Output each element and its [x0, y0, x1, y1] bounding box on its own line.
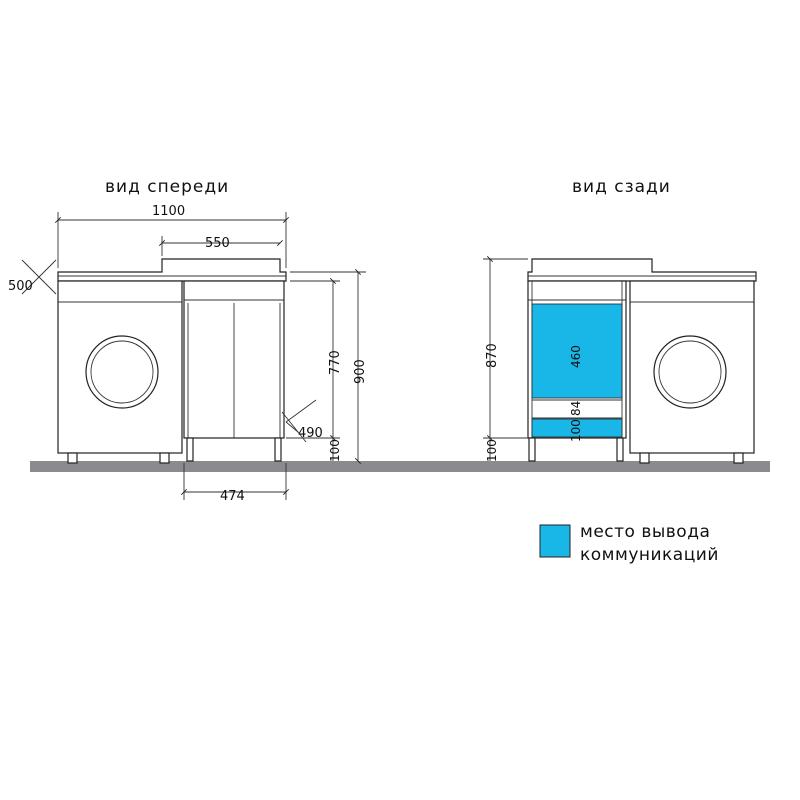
front-washing-machine [57, 280, 183, 454]
legend-line-2: коммуникаций [580, 545, 719, 565]
zone-lower-label-a: 84 [569, 401, 583, 416]
washer-door-outer [85, 335, 159, 409]
back-dim-height-body: 870 [485, 343, 500, 368]
back-washer-door-outer [653, 335, 727, 409]
back-washing-machine [629, 280, 755, 454]
front-view-title: вид спереди [105, 177, 229, 197]
back-dim-leg-height: 100 [485, 439, 499, 462]
front-view: вид спереди 1100 550 500 [8, 177, 368, 504]
front-countertop [57, 258, 287, 282]
dim-leg-height: 100 [328, 439, 342, 462]
dim-overall-width: 1100 [152, 204, 185, 219]
back-countertop [527, 258, 757, 282]
communication-zone-upper [531, 303, 623, 399]
communication-zone-lower [531, 418, 623, 438]
zone-upper-label: 460 [569, 345, 583, 368]
dim-height-total: 900 [353, 359, 368, 384]
legend-swatch [539, 524, 571, 558]
dim-cabinet-width: 474 [220, 489, 245, 504]
zone-lower-label-b: 100 [569, 419, 583, 442]
back-view-title: вид сзади [572, 177, 671, 197]
dim-basin-width: 550 [205, 236, 230, 251]
legend-line-1: место вывода [580, 522, 710, 542]
legend: место вывода коммуникаций [539, 522, 719, 565]
dim-height-body: 770 [328, 350, 343, 375]
back-washer-door-inner [658, 340, 722, 404]
dim-cabinet-depth: 490 [298, 426, 323, 441]
back-view: вид сзади 460 84 100 870 10 [483, 177, 757, 464]
washer-door-inner [90, 340, 154, 404]
dim-depth: 500 [8, 279, 33, 294]
floor [30, 461, 770, 472]
